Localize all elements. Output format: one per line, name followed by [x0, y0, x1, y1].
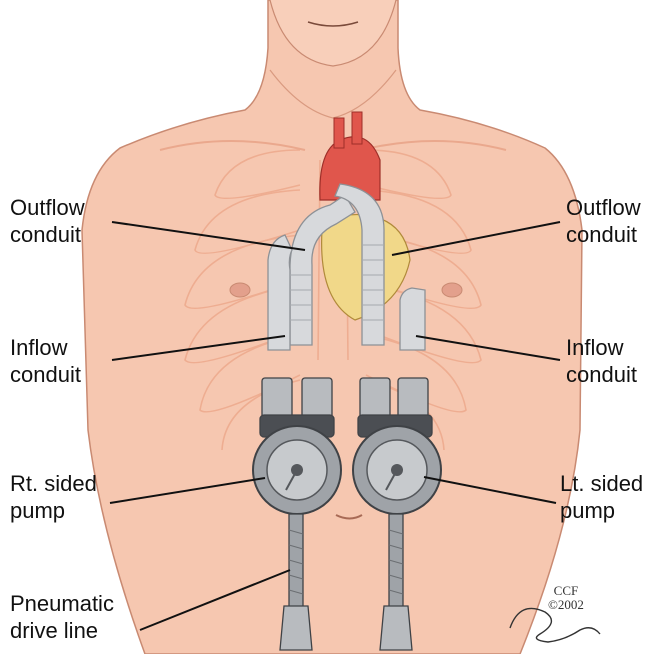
nipple-right: [442, 283, 462, 297]
label-inflow-conduit-right: Inflow conduit: [566, 334, 637, 388]
copyright-credit: CCF ©2002: [548, 584, 584, 612]
pump-left-sided: [353, 426, 441, 514]
pump-right-sided: [253, 426, 341, 514]
label-inflow-conduit-left: Inflow conduit: [10, 334, 81, 388]
label-outflow-conduit-right: Outflow conduit: [566, 194, 641, 248]
torso-body: [82, 0, 582, 654]
great-vessel: [334, 118, 344, 148]
label-pneumatic-drive-line: Pneumatic drive line: [10, 590, 114, 644]
label-lt-sided-pump: Lt. sided pump: [560, 470, 643, 524]
nipple-left: [230, 283, 250, 297]
label-rt-sided-pump: Rt. sided pump: [10, 470, 97, 524]
credit-year: ©2002: [548, 598, 584, 612]
great-vessel: [352, 112, 362, 144]
credit-org: CCF: [548, 584, 584, 598]
label-outflow-conduit-left: Outflow conduit: [10, 194, 85, 248]
